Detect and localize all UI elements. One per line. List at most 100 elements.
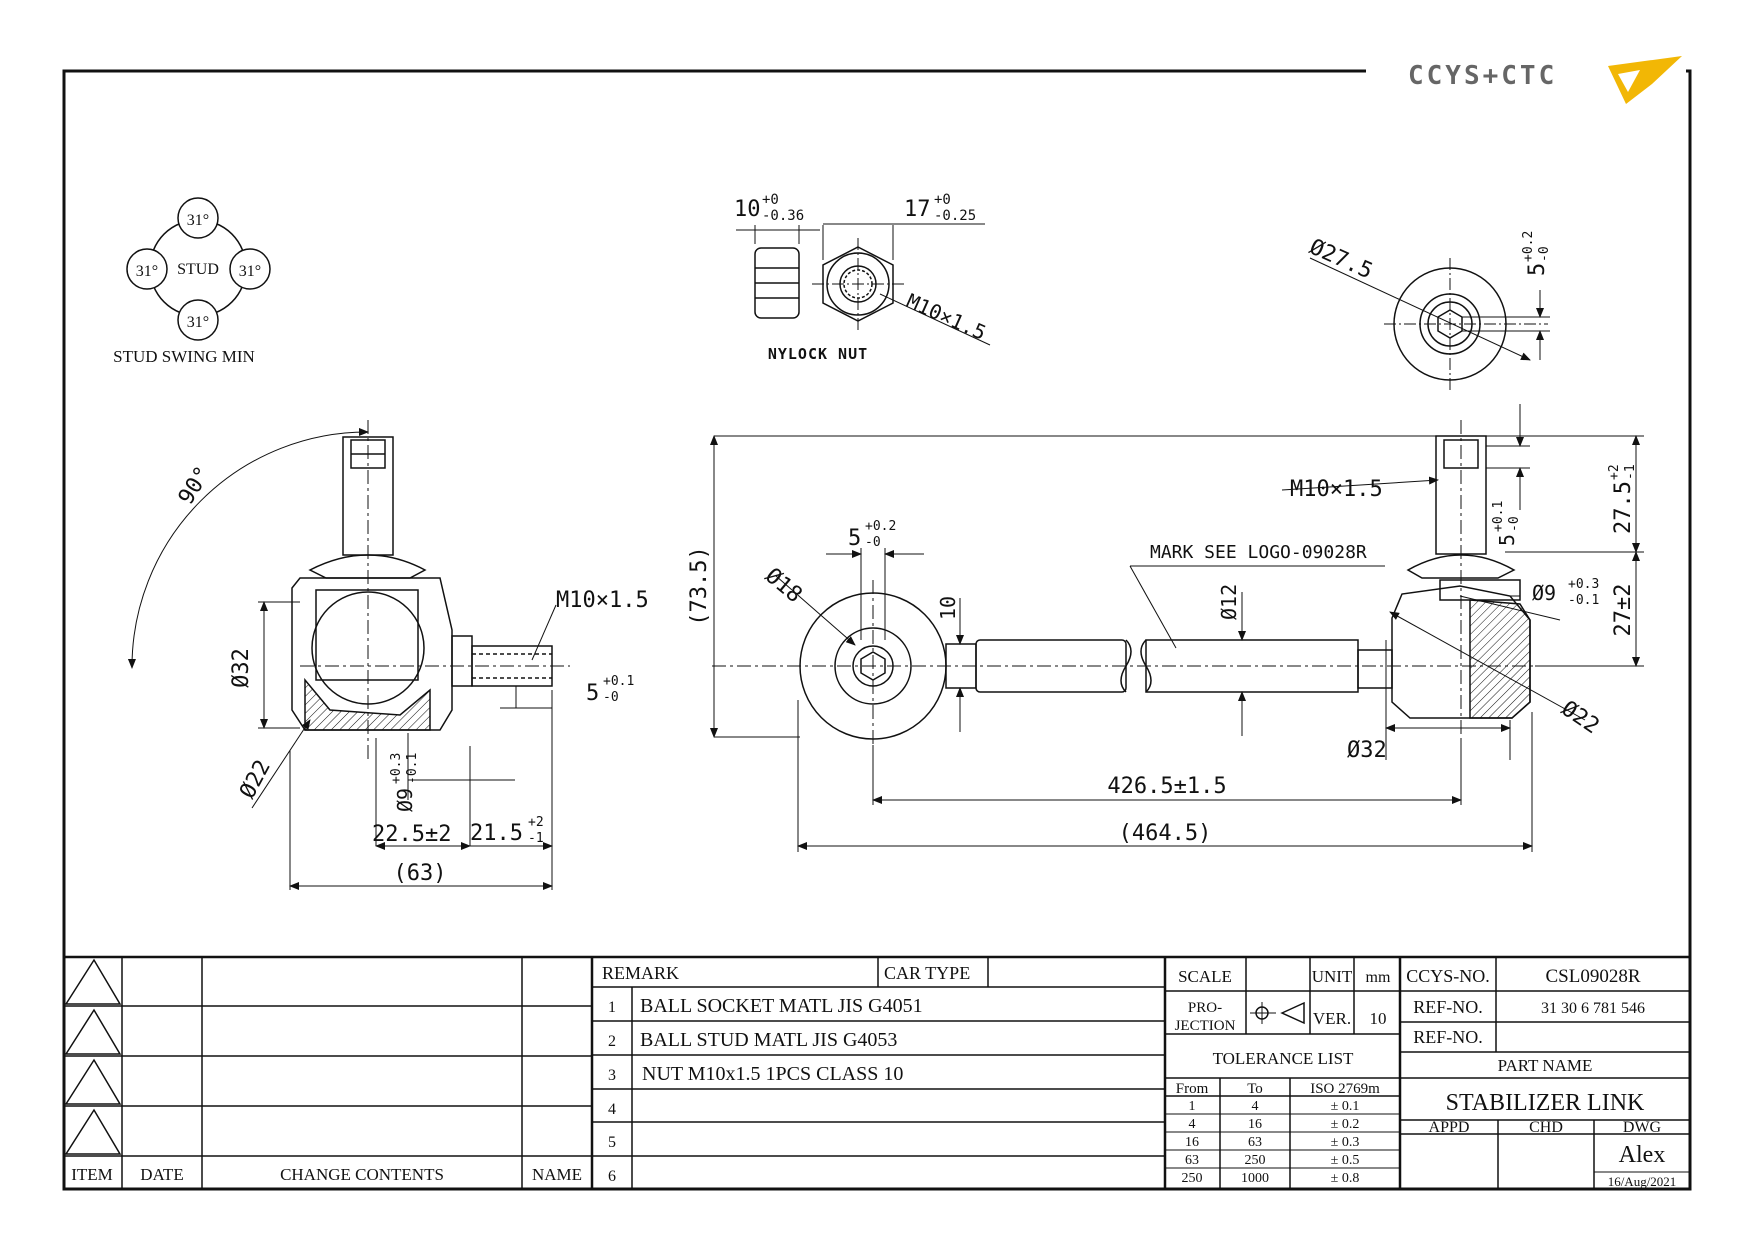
remark-no-2: 2 [608, 1033, 616, 1050]
chd-label: CHD [1529, 1119, 1563, 1136]
dwg-label: DWG [1623, 1119, 1662, 1136]
side-hex-tol-lower: -0 [603, 690, 619, 705]
tol-row-1-value: ± 0.1 [1331, 1099, 1360, 1114]
part-name: STABILIZER LINK [1446, 1090, 1645, 1116]
main-bore-tol-lower: -0.1 [1568, 593, 1599, 608]
tol-row-2-value: ± 0.2 [1331, 1117, 1360, 1132]
main-hex2-tol-lower: -0 [1507, 516, 1522, 532]
side-bore-tol-lower: -0.1 [405, 753, 420, 784]
tolerance-title: TOLERANCE LIST [1213, 1049, 1354, 1068]
main-bore: Ø9 [1532, 581, 1556, 605]
end-view-hex-tol-lower: -0 [1537, 246, 1552, 262]
main-hex2-tol-upper: +0.1 [1491, 501, 1506, 532]
side-hex-tol-upper: +0.1 [603, 674, 634, 689]
company-logo: CCYS+CTC [1366, 56, 1686, 104]
remark-header: REMARK [602, 963, 679, 983]
main-height: (73.5) [687, 546, 712, 625]
swing-center-label: STUD [177, 261, 219, 278]
main-hex: 5 [848, 526, 861, 551]
ccys-label: CCYS-NO. [1406, 966, 1490, 986]
remark-no-3: 3 [608, 1067, 616, 1084]
remark-text-2: BALL STUD MATL JIS G4053 [640, 1029, 897, 1051]
side-len-b-tol-upper: +2 [528, 815, 544, 830]
ver-label: VER. [1313, 1009, 1351, 1028]
remark-text-1: BALL SOCKET MATL JIS G4051 [640, 995, 923, 1017]
main-eye-dia: Ø18 [760, 563, 807, 608]
rev-header-item: ITEM [71, 1165, 113, 1184]
nylock-nut-view [754, 238, 904, 330]
ref2-label: REF-NO. [1413, 1027, 1483, 1047]
side-bore-tol-upper: +0.3 [389, 753, 404, 784]
nut-thread: M10×1.5 [903, 289, 990, 345]
nut-thickness-tol-upper: +0 [762, 192, 779, 208]
tol-row-5-from: 250 [1182, 1171, 1203, 1186]
swing-angle-top: 31° [187, 212, 209, 229]
nut-af-tol-upper: +0 [934, 192, 951, 208]
side-bore: Ø9 [393, 788, 417, 812]
appd-label: APPD [1429, 1119, 1470, 1136]
nut-caption: NYLOCK NUT [768, 345, 868, 363]
side-view [291, 420, 570, 760]
tol-row-4-from: 63 [1185, 1153, 1199, 1168]
remark-no-5: 5 [608, 1134, 616, 1151]
side-len-b-tol-lower: -1 [528, 831, 544, 846]
tol-row-1-to: 4 [1252, 1099, 1259, 1114]
remark-no-6: 6 [608, 1168, 616, 1185]
scale-label: SCALE [1178, 967, 1232, 986]
main-ball-dia: Ø32 [1347, 738, 1387, 763]
title-block-grid [64, 957, 1690, 1189]
car-type-header: CAR TYPE [884, 963, 970, 983]
sheet-border [62, 69, 1692, 1191]
swing-angle-right: 31° [239, 263, 261, 280]
projection-label-1: PRO- [1188, 1000, 1222, 1016]
tol-row-5-value: ± 0.8 [1331, 1171, 1360, 1186]
tol-row-3-to: 63 [1248, 1135, 1262, 1150]
tol-row-5-to: 1000 [1241, 1171, 1269, 1186]
ref-value: 31 30 6 781 546 [1541, 1000, 1645, 1017]
side-ball-dia: Ø32 [229, 648, 254, 688]
main-view [712, 420, 1560, 752]
rev-header-contents: CHANGE CONTENTS [280, 1165, 444, 1184]
logo-mark-icon [1608, 56, 1682, 104]
ver-value: 10 [1370, 1009, 1387, 1028]
main-socket-dia: Ø22 [1557, 696, 1604, 739]
nut-af: 17 [904, 197, 931, 222]
unit-label: UNIT [1312, 967, 1353, 986]
main-hex2: 5 [1495, 534, 1519, 546]
tol-row-2-from: 4 [1189, 1117, 1196, 1132]
main-overall-length: (464.5) [1119, 821, 1212, 846]
ccys-value: CSL09028R [1545, 966, 1640, 987]
tol-row-2-to: 16 [1248, 1117, 1262, 1132]
side-thread: M10×1.5 [556, 588, 649, 613]
end-view [1384, 258, 1548, 390]
ref-label: REF-NO. [1413, 997, 1483, 1017]
main-height-b: 27±2 [1611, 584, 1636, 637]
unit-value: mm [1366, 969, 1391, 986]
end-view-hex: 5 [1525, 263, 1550, 276]
main-height-a-tol-lower: -1 [1623, 464, 1638, 480]
logo-text: CCYS+CTC [1408, 61, 1557, 91]
tol-row-3-from: 16 [1185, 1135, 1199, 1150]
tol-row-3-value: ± 0.3 [1331, 1135, 1360, 1150]
tol-header-iso: ISO 2769m [1310, 1081, 1380, 1097]
swing-angle-bottom: 31° [187, 314, 209, 331]
side-socket-dia: Ø22 [235, 756, 276, 803]
side-len-b: 21.5 [470, 821, 523, 846]
main-hex-tol-lower: -0 [865, 535, 881, 550]
remark-no-4: 4 [608, 1101, 616, 1118]
end-view-diameter: Ø27.5 [1306, 235, 1377, 285]
main-center-length: 426.5±1.5 [1107, 774, 1226, 799]
side-len-a: 22.5±2 [372, 822, 451, 847]
tol-row-1-from: 1 [1189, 1099, 1196, 1114]
nut-thickness-tol-lower: -0.36 [762, 208, 804, 224]
tol-header-to: To [1247, 1081, 1263, 1097]
end-view-hex-tol-upper: +0.2 [1521, 231, 1536, 262]
main-height-a: 27.5 [1611, 481, 1636, 534]
main-hex-tol-upper: +0.2 [865, 519, 896, 534]
main-bore-tol-upper: +0.3 [1568, 577, 1599, 592]
drawing-date: 16/Aug/2021 [1608, 1174, 1677, 1189]
side-angle: 90° [174, 462, 216, 509]
swing-caption: STUD SWING MIN [113, 347, 255, 366]
nut-af-tol-lower: -0.25 [934, 208, 976, 224]
